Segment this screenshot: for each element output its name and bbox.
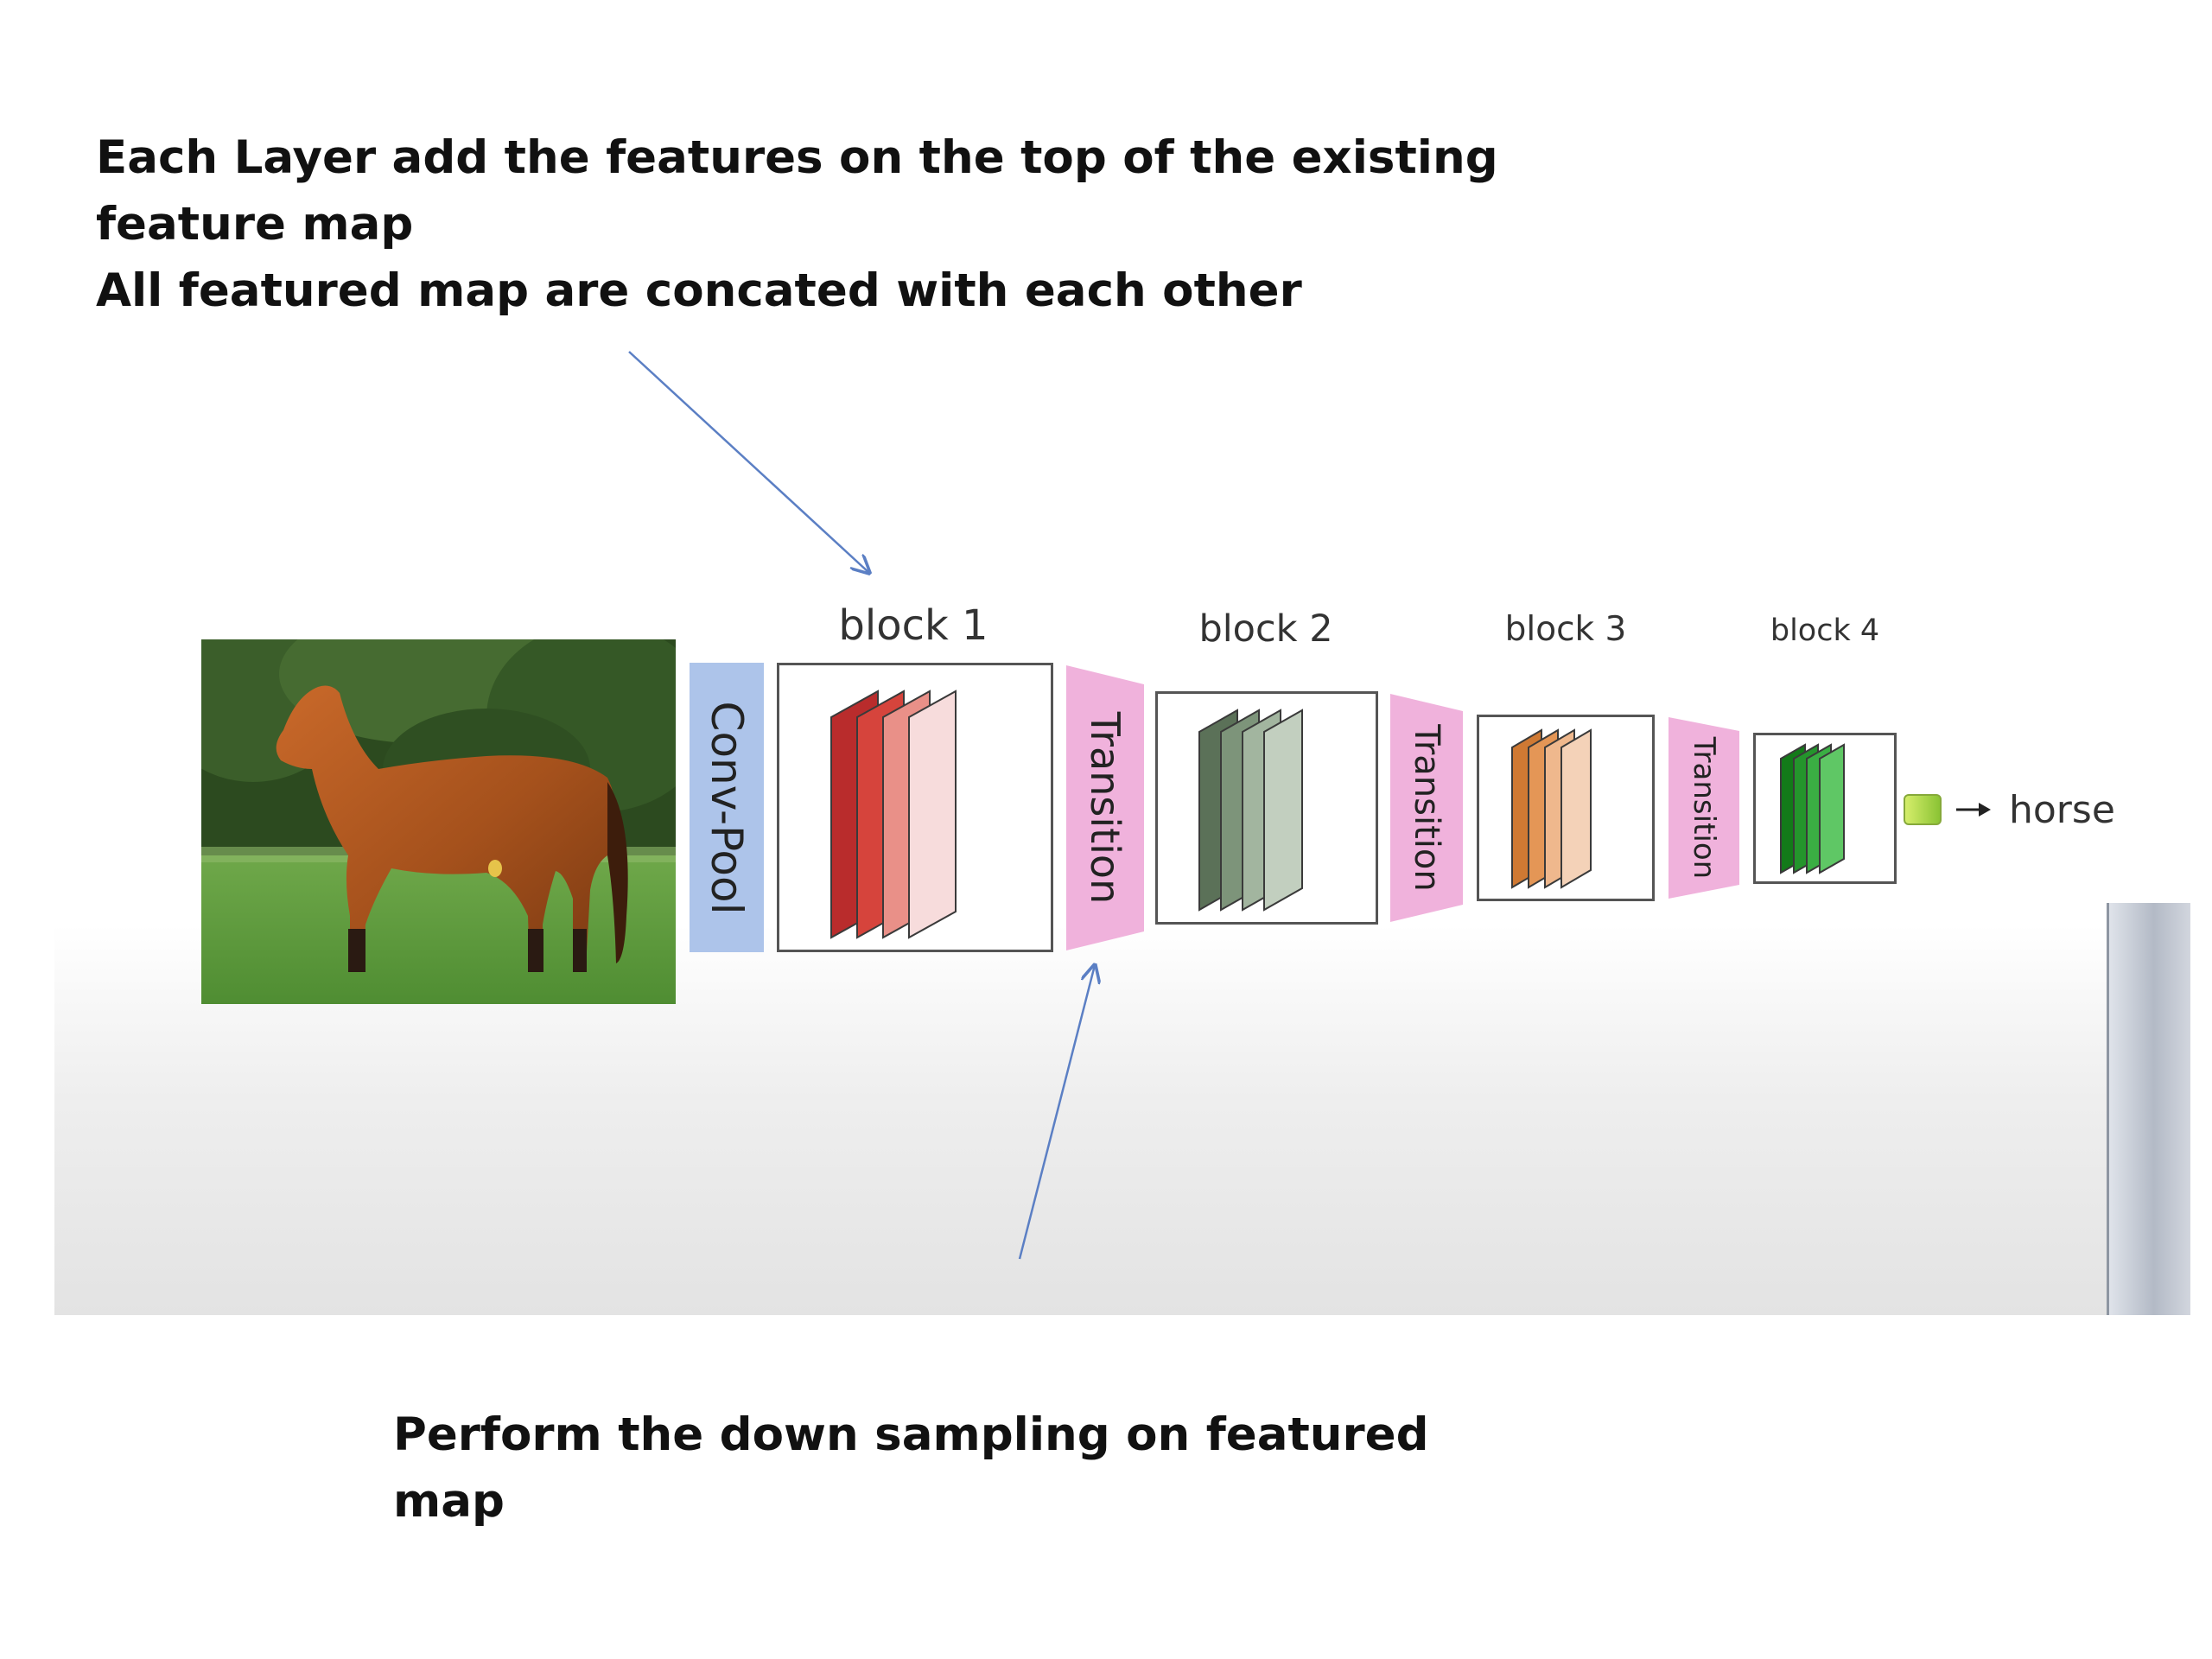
partial-photo-edge xyxy=(2107,903,2190,1315)
block-2-label: block 2 xyxy=(1198,607,1333,651)
block-3-label: block 3 xyxy=(1504,610,1627,649)
block-1-label: block 1 xyxy=(838,601,988,650)
arrow-to-block-1 xyxy=(628,351,869,573)
annotation-bottom-line-1: Perform the down sampling on featured xyxy=(393,1408,1429,1461)
transition-layer-1: Transition xyxy=(1066,665,1144,950)
annotation-top-line-1: Each Layer add the features on the top o… xyxy=(96,131,1498,184)
conv-pool-layer: Conv-Pool xyxy=(690,663,764,952)
block-4-label: block 4 xyxy=(1770,613,1880,648)
feature-map-3-4 xyxy=(1560,728,1592,889)
feature-map-1-4 xyxy=(908,690,957,939)
transition-layer-3: Transition xyxy=(1669,717,1739,899)
feature-map-4-4 xyxy=(1819,743,1845,874)
arrow-to-transition-1 xyxy=(1018,965,1095,1260)
annotation-top: Each Layer add the features on the top o… xyxy=(96,124,1498,324)
output-arrow xyxy=(1956,803,1991,817)
annotation-bottom-line-2: map xyxy=(393,1475,505,1528)
annotation-top-line-3: All featured map are concated with each … xyxy=(96,264,1302,317)
annotation-top-line-2: feature map xyxy=(96,198,414,251)
feature-map-2-4 xyxy=(1263,709,1303,912)
output-cube xyxy=(1904,794,1942,825)
horse-image xyxy=(201,639,676,1004)
output-label: horse xyxy=(2009,788,2115,832)
annotation-bottom: Perform the down sampling on featured ma… xyxy=(393,1402,1429,1535)
transition-layer-2: Transition xyxy=(1390,694,1463,922)
